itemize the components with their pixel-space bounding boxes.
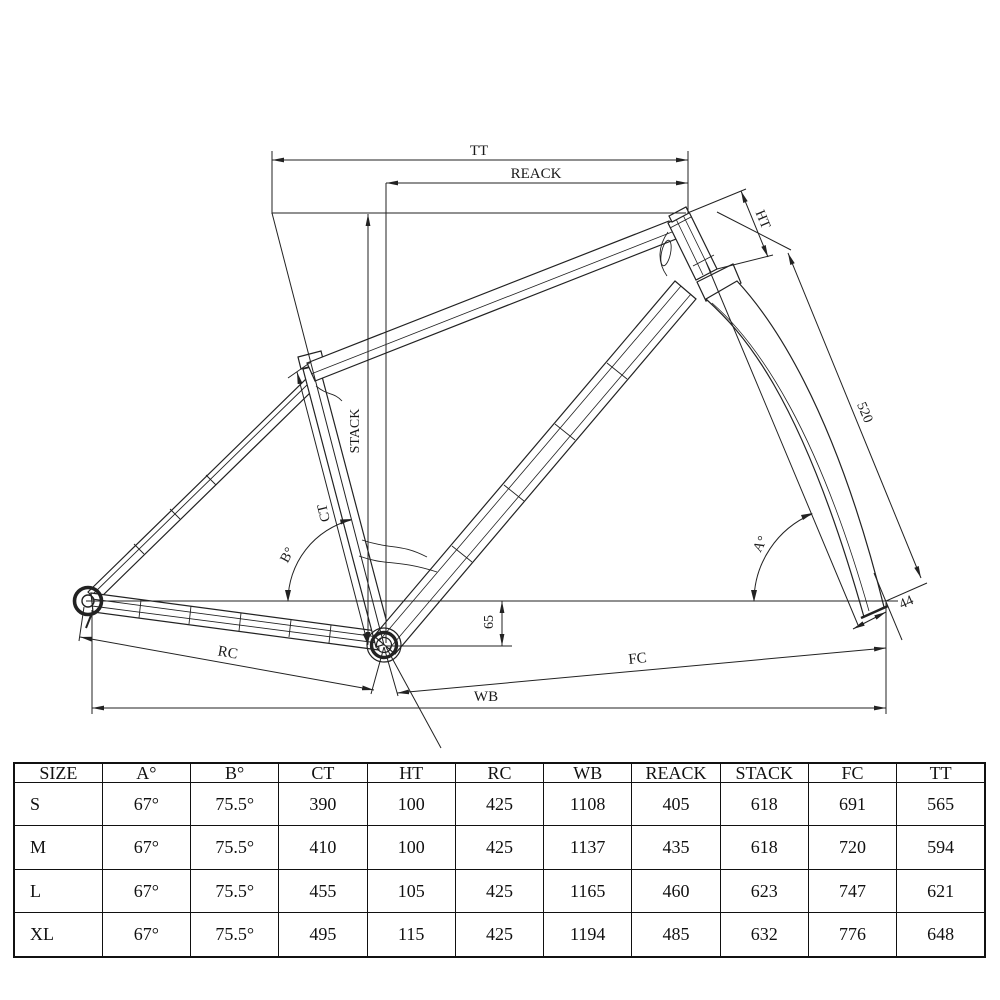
value-cell: 485	[631, 911, 721, 958]
value-cell: 67°	[101, 825, 192, 870]
value-cell: 425	[454, 868, 545, 913]
dim-label-wb: WB	[474, 689, 498, 705]
value-cell: 67°	[101, 911, 192, 958]
value-cell: 425	[454, 911, 545, 958]
value-cell: 720	[807, 825, 898, 870]
dim-label-reack: REACK	[511, 166, 562, 182]
header-cell-9: FC	[807, 762, 898, 783]
header-cell-8: STACK	[719, 762, 809, 783]
value-cell: 425	[454, 825, 545, 870]
value-cell: 495	[278, 911, 368, 958]
value-cell: 75.5°	[190, 781, 280, 827]
value-cell: 75.5°	[190, 911, 280, 958]
frame-outline	[87, 206, 889, 655]
fork-crown	[696, 263, 742, 302]
value-cell: 776	[807, 911, 898, 958]
dim-label-stack: STACK	[348, 409, 363, 454]
value-cell: 460	[631, 868, 721, 913]
dim-label-bb-drop: 65	[482, 615, 497, 629]
value-cell: 621	[896, 868, 986, 913]
value-cell: 632	[719, 911, 809, 958]
value-cell: 115	[366, 911, 456, 958]
dim-label-head-angle: A°	[751, 534, 772, 555]
value-cell: 105	[366, 868, 456, 913]
dim-label-fork-offset: 44	[897, 593, 916, 612]
header-cell-0: SIZE	[13, 762, 103, 783]
seat-stay	[87, 378, 316, 602]
value-cell: 75.5°	[190, 868, 280, 913]
dim-label-fc: FC	[628, 650, 648, 668]
value-cell: 1194	[543, 911, 633, 958]
dim-label-rc: RC	[216, 643, 238, 662]
chain-stay	[90, 592, 380, 651]
value-cell: 1137	[543, 825, 633, 870]
value-cell: 455	[278, 868, 368, 913]
value-cell: 1165	[543, 868, 633, 913]
value-cell: 747	[807, 868, 898, 913]
value-cell: 648	[896, 911, 986, 958]
size-cell: L	[13, 868, 103, 913]
value-cell: 75.5°	[190, 825, 280, 870]
value-cell: 100	[366, 781, 456, 827]
dimension-labels: TT REACK STACK CT B° A° HT 520 44 65 RC …	[216, 143, 916, 705]
down-tube	[373, 280, 697, 655]
header-cell-5: RC	[454, 762, 545, 783]
headset-top-cap	[668, 206, 690, 223]
value-cell: 390	[278, 781, 368, 827]
header-cell-10: TT	[896, 762, 986, 783]
value-cell: 425	[454, 781, 545, 827]
header-cell-1: A°	[101, 762, 192, 783]
header-cell-6: WB	[543, 762, 633, 783]
value-cell: 1108	[543, 781, 633, 827]
value-cell: 435	[631, 825, 721, 870]
header-cell-4: HT	[366, 762, 456, 783]
value-cell: 623	[719, 868, 809, 913]
value-cell: 618	[719, 825, 809, 870]
frame-geometry-drawing: TT REACK STACK CT B° A° HT 520 44 65 RC …	[72, 143, 928, 749]
value-cell: 594	[896, 825, 986, 870]
dim-label-ht: HT	[752, 208, 773, 231]
value-cell: 410	[278, 825, 368, 870]
value-cell: 67°	[101, 781, 192, 827]
fork-blade	[704, 280, 885, 618]
header-cell-3: CT	[278, 762, 368, 783]
dim-label-tt: TT	[470, 143, 488, 159]
header-cell-7: REACK	[631, 762, 721, 783]
value-cell: 565	[896, 781, 986, 827]
size-cell: XL	[13, 911, 103, 958]
size-cell: M	[13, 825, 103, 870]
dim-label-seat-angle: B°	[278, 545, 298, 565]
value-cell: 100	[366, 825, 456, 870]
value-cell: 691	[807, 781, 898, 827]
value-cell: 405	[631, 781, 721, 827]
value-cell: 618	[719, 781, 809, 827]
value-cell: 67°	[101, 868, 192, 913]
dimension-lines	[78, 151, 928, 749]
size-cell: S	[13, 781, 103, 827]
header-cell-2: B°	[190, 762, 280, 783]
dim-label-ct: CT	[315, 502, 334, 523]
